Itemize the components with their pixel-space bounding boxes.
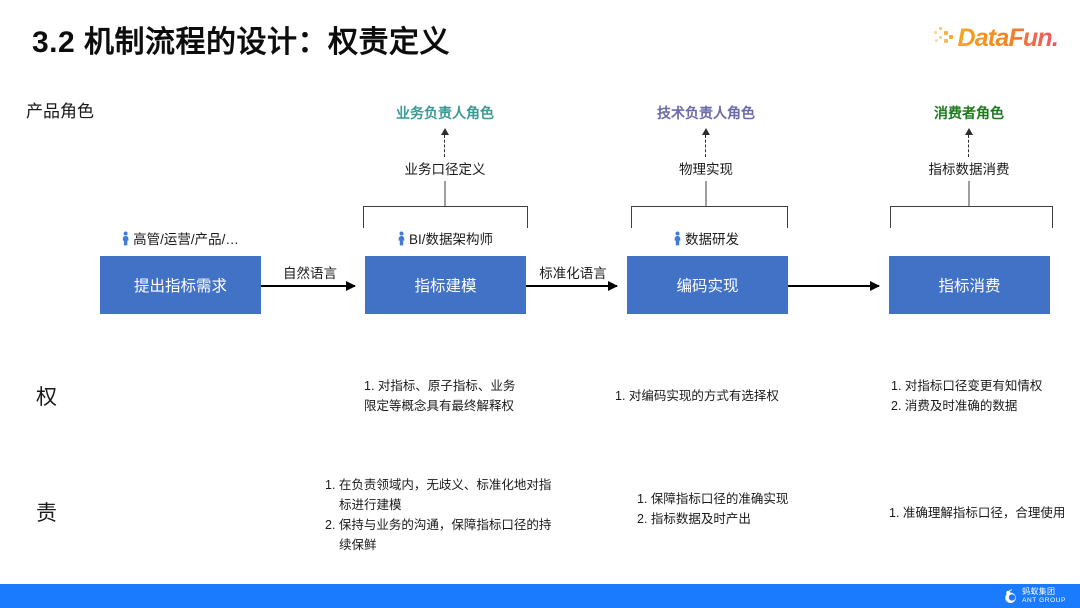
bracket-label-tech: 物理实现: [679, 162, 733, 177]
duties-note-2: 1. 保障指标口径的准确实现 2. 指标数据及时产出: [637, 489, 788, 529]
ant-group-wordmark: 蚂蚁集团 ANT GROUP: [1022, 588, 1066, 604]
ant-group-logo: 蚂蚁集团 ANT GROUP: [1003, 588, 1066, 604]
dashed-connector-consumer: [968, 135, 970, 157]
edge-label-2: 标准化语言: [539, 266, 607, 281]
note-line: 1. 准确理解指标口径，合理使用: [889, 506, 1066, 520]
flow-arrow-3: [788, 285, 879, 287]
dashed-connector-tech: [705, 135, 707, 157]
ant-group-mark-icon: [1005, 588, 1016, 603]
flow-arrow-1: [261, 285, 355, 287]
bracket-label-business: 业务口径定义: [404, 162, 486, 177]
datafun-dots-icon: [934, 27, 956, 49]
person-tag-box-3: 数据研发: [673, 228, 739, 248]
duties-note-1: 1. 在负责领域内，无歧义、标准化地对指 标进行建模 2. 保持与业务的沟通，保…: [325, 475, 551, 555]
process-box-3[interactable]: 编码实现: [627, 256, 788, 314]
process-box-1[interactable]: 提出指标需求: [100, 256, 261, 314]
ant-group-en: ANT GROUP: [1022, 596, 1066, 604]
note-line: 2. 保持与业务的沟通，保障指标口径的持: [325, 518, 552, 532]
note-line: 1. 在负责领域内，无歧义、标准化地对指: [325, 478, 552, 492]
bracket-stem-business: [444, 181, 446, 206]
role-title-consumer: 消费者角色: [934, 105, 1004, 121]
note-line: 标进行建模: [339, 498, 402, 512]
row-label-rights: 权: [36, 386, 57, 409]
person-icon: [674, 230, 681, 245]
bracket-consumer: [890, 206, 1053, 228]
person-icon: [122, 230, 129, 245]
process-box-2[interactable]: 指标建模: [365, 256, 526, 314]
row-label-duties: 责: [36, 502, 57, 525]
role-title-business: 业务负责人角色: [396, 105, 494, 121]
rights-note-3: 1. 对指标口径变更有知情权 2. 消费及时准确的数据: [891, 376, 1042, 416]
dashed-arrowhead-consumer: [965, 128, 973, 135]
process-box-label-3: 编码实现: [676, 278, 739, 295]
datafun-logo: DataFun.: [934, 22, 1059, 54]
note-line: 1. 对指标口径变更有知情权: [891, 379, 1043, 393]
process-box-label-4: 指标消费: [938, 278, 1001, 295]
duties-note-3: 1. 准确理解指标口径，合理使用: [889, 503, 1065, 523]
note-line: 续保鲜: [339, 538, 377, 552]
note-line: 1. 对指标、原子指标、业务: [364, 379, 516, 393]
note-line: 1. 对编码实现的方式有选择权: [615, 389, 779, 403]
bracket-stem-consumer: [968, 181, 970, 206]
person-icon: [398, 230, 405, 245]
bracket-tech: [631, 206, 788, 228]
note-line: 2. 指标数据及时产出: [637, 512, 751, 526]
person-tag-label-3: 数据研发: [685, 232, 739, 247]
process-box-4[interactable]: 指标消费: [889, 256, 1050, 314]
bracket-stem-tech: [705, 181, 707, 206]
row-label-product-role: 产品角色: [26, 102, 94, 121]
note-line: 2. 消费及时准确的数据: [891, 399, 1018, 413]
dashed-connector-business: [444, 135, 446, 157]
bracket-business: [363, 206, 528, 228]
note-line: 1. 保障指标口径的准确实现: [637, 492, 789, 506]
datafun-wordmark: DataFun.: [957, 23, 1058, 52]
page-title: 3.2 机制流程的设计：权责定义: [32, 26, 451, 59]
footer-bar: 蚂蚁集团 ANT GROUP: [0, 584, 1080, 608]
person-tag-label-2: BI/数据架构师: [408, 232, 494, 247]
bracket-label-consumer: 指标数据消费: [928, 162, 1010, 177]
role-title-tech: 技术负责人角色: [657, 105, 755, 121]
rights-note-1: 1. 对指标、原子指标、业务 限定等概念具有最终解释权: [364, 376, 515, 416]
process-box-label-1: 提出指标需求: [133, 278, 227, 295]
dashed-arrowhead-business: [441, 128, 449, 135]
dashed-arrowhead-tech: [702, 128, 710, 135]
edge-label-1: 自然语言: [283, 266, 337, 281]
note-line: 限定等概念具有最终解释权: [364, 399, 515, 413]
flow-arrow-2: [526, 285, 617, 287]
ant-group-cn: 蚂蚁集团: [1022, 587, 1056, 596]
person-tag-label-1: 高管/运营/产品/…: [133, 232, 239, 247]
rights-note-2: 1. 对编码实现的方式有选择权: [615, 386, 779, 406]
process-box-label-2: 指标建模: [414, 278, 477, 295]
person-tag-box-1: 高管/运营/产品/…: [121, 228, 239, 248]
person-tag-box-2: BI/数据架构师: [397, 228, 493, 248]
